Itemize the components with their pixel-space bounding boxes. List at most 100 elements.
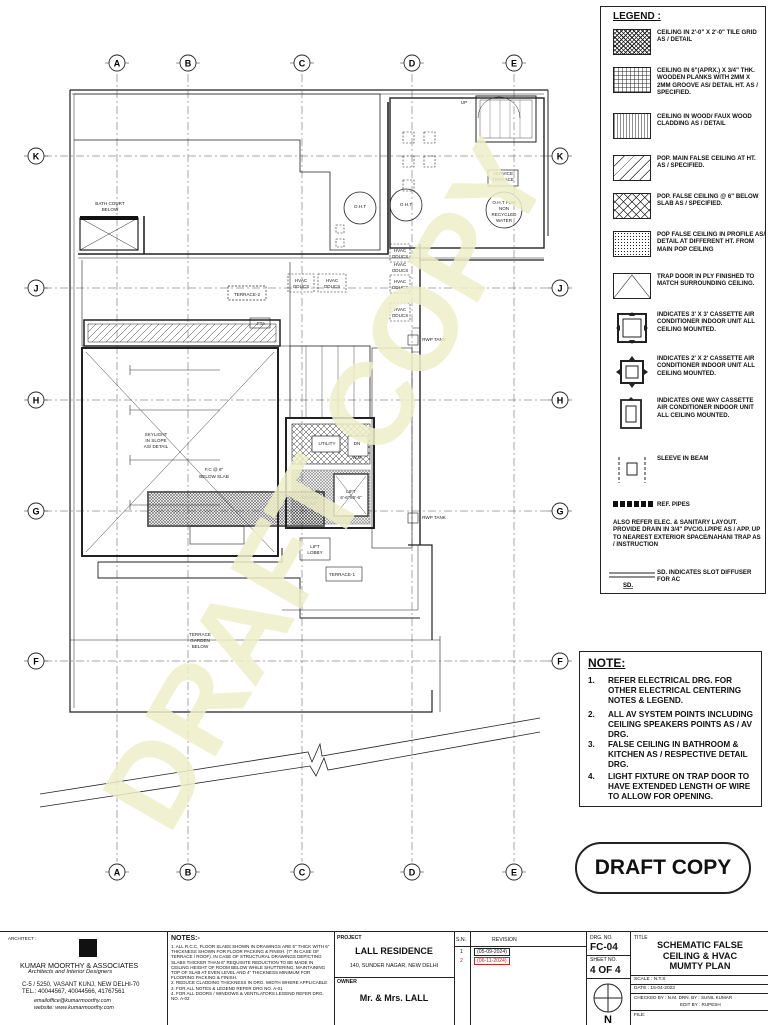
svg-text:O.H.T: O.H.T: [400, 202, 412, 207]
owner-name: Mr. & Mrs. LALL: [359, 993, 429, 1003]
owner-label: OWNER: [337, 979, 357, 985]
svg-text:N: N: [604, 1014, 612, 1024]
project-label: PROJECT: [337, 935, 362, 941]
svg-text:UP: UP: [461, 100, 467, 105]
skylight: [81, 347, 279, 557]
mumty-area: [287, 95, 545, 322]
one-way-cassette-icon: [620, 397, 642, 429]
svg-text:FTA: FTA: [257, 321, 266, 326]
edit-by: EDIT BY : RUPESH: [680, 1002, 721, 1007]
legend-text: REF. PIPES: [657, 501, 690, 508]
grid-bubble-top-c: C: [290, 54, 314, 72]
svg-text:F.C @ 6": F.C @ 6": [205, 467, 224, 472]
legend-swatch-grid: [613, 67, 651, 93]
stair-core: [98, 327, 421, 582]
svg-text:HVAC: HVAC: [326, 278, 339, 283]
svg-text:J: J: [557, 284, 562, 294]
svg-text:W.M: W.M: [352, 455, 361, 460]
revision-label: REVISION: [492, 937, 517, 943]
svg-text:B: B: [185, 59, 192, 69]
firm-email: emailoffice@kumarmoorthy.com: [34, 998, 111, 1004]
break-line: [39, 717, 541, 808]
revision-date: (05-09-2024): [474, 948, 510, 956]
scale: SCALE : N.T.S: [634, 977, 666, 982]
svg-text:GARDEN: GARDEN: [190, 638, 210, 643]
svg-text:LIFT: LIFT: [310, 544, 320, 549]
svg-text:NON: NON: [499, 206, 509, 211]
legend-text: CEILING IN WOOD/ FAUX WOOD CLADDING AS /…: [657, 113, 752, 128]
sn-label: S.N.: [456, 937, 467, 943]
grid-bubble-left-f: F: [24, 652, 48, 670]
legend-text: ALSO REFER ELEC. & SANITARY LAYOUT. PROV…: [613, 519, 761, 549]
svg-text:HVAC: HVAC: [394, 262, 407, 267]
legend-swatch-crosshatch: [613, 193, 651, 219]
svg-text:6'-6"X6'-6": 6'-6"X6'-6": [340, 495, 362, 500]
legend-text: CEILING IN 6"(APRX.) X 3/4" THK. WOODEN …: [657, 67, 758, 97]
bath-court: [79, 216, 139, 251]
svg-text:SD.: SD.: [623, 583, 633, 589]
legend-text: CEILING IN 2'-0" X 2'-0" TILE GRID AS / …: [657, 29, 757, 44]
svg-text:WATER: WATER: [496, 218, 513, 223]
svg-text:H: H: [33, 396, 40, 406]
grid-bubble-bottom-a: A: [105, 863, 129, 881]
pipes-icon: [613, 501, 653, 507]
svg-text:BATH COURT: BATH COURT: [95, 201, 125, 206]
legend-text: POP. MAIN FALSE CEILING AT HT. AS / SPEC…: [657, 155, 756, 170]
grid-bubbles-right: K J H G F: [548, 147, 572, 670]
grid-lines: [44, 74, 548, 862]
svg-text:F: F: [557, 657, 563, 667]
roof-parapet: [74, 93, 544, 259]
firm-website: website: www.kumarmoorthy.com: [34, 1005, 114, 1011]
revision-sn: 2: [460, 958, 463, 964]
svg-text:HVAC: HVAC: [394, 248, 407, 253]
svg-text:SERVICE: SERVICE: [493, 171, 513, 176]
grid-bubble-right-g: G: [548, 502, 572, 520]
svg-text:K: K: [557, 152, 564, 162]
slot-diffuser-icon: SD.: [609, 572, 655, 589]
grid-bubble-left-k: K: [24, 147, 48, 165]
svg-text:RWP TANK: RWP TANK: [422, 515, 447, 520]
svg-text:LIFT: LIFT: [346, 489, 356, 494]
grid-bubble-bottom-d: D: [400, 863, 424, 881]
grid-bubble-right-h: H: [548, 391, 572, 409]
grid-bubble-top-a: A: [105, 54, 129, 72]
grid-bubble-bottom-e: E: [502, 863, 526, 881]
svg-text:E: E: [511, 868, 517, 878]
grid-bubble-top-e: E: [502, 54, 526, 72]
svg-text:AS/ DETAIL: AS/ DETAIL: [144, 444, 169, 449]
svg-text:J: J: [33, 284, 38, 294]
svg-text:C: C: [299, 868, 306, 878]
grid-bubble-right-j: J: [548, 279, 572, 297]
svg-text:ODUCS: ODUCS: [392, 268, 409, 273]
svg-text:SLAB: SLAB: [304, 501, 316, 506]
svg-text:BELOW: BELOW: [192, 644, 209, 649]
svg-text:B: B: [185, 868, 192, 878]
svg-text:TERRACE-2: TERRACE-2: [234, 292, 260, 297]
svg-text:RWP TANK: RWP TANK: [422, 337, 447, 342]
svg-text:A: A: [114, 59, 121, 69]
project-name: LALL RESIDENCE: [355, 946, 433, 956]
legend-swatch-diagonal: [613, 155, 651, 181]
note-panel: NOTE: 1.REFER ELECTRICAL DRG. FOR OTHER …: [579, 651, 762, 807]
title-block-note: 2. REDUCE CLADDING THICKNESS IN DRG. WID…: [171, 980, 328, 986]
svg-text:F.C @ 6": F.C @ 6": [301, 489, 320, 494]
svg-text:TERRACE-1: TERRACE-1: [329, 572, 355, 577]
svg-text:D: D: [409, 868, 416, 878]
grid-bubble-left-h: H: [24, 391, 48, 409]
svg-text:SKYLIGHT: SKYLIGHT: [145, 432, 168, 437]
title-block-note: 3. FOR ALL NOTES & LEGEND REFER DRG NO. …: [171, 985, 283, 991]
svg-text:HVAC: HVAC: [394, 307, 407, 312]
draft-copy-stamp: DRAFT COPY: [575, 842, 751, 894]
svg-text:IN SLOPE: IN SLOPE: [145, 438, 166, 443]
revision-date: (06-11-2024): [474, 957, 510, 965]
svg-text:H: H: [557, 396, 564, 406]
legend-panel: LEGEND : CEILING IN 2'-0" X 2'-0" TILE G…: [600, 6, 766, 594]
svg-text:TERRACE: TERRACE: [189, 632, 211, 637]
svg-text:HVAC: HVAC: [394, 279, 407, 284]
svg-text:HVAC: HVAC: [295, 278, 308, 283]
grid-bubbles-bottom: A B C D E: [105, 863, 526, 881]
terrace-2-zone: [81, 258, 421, 545]
